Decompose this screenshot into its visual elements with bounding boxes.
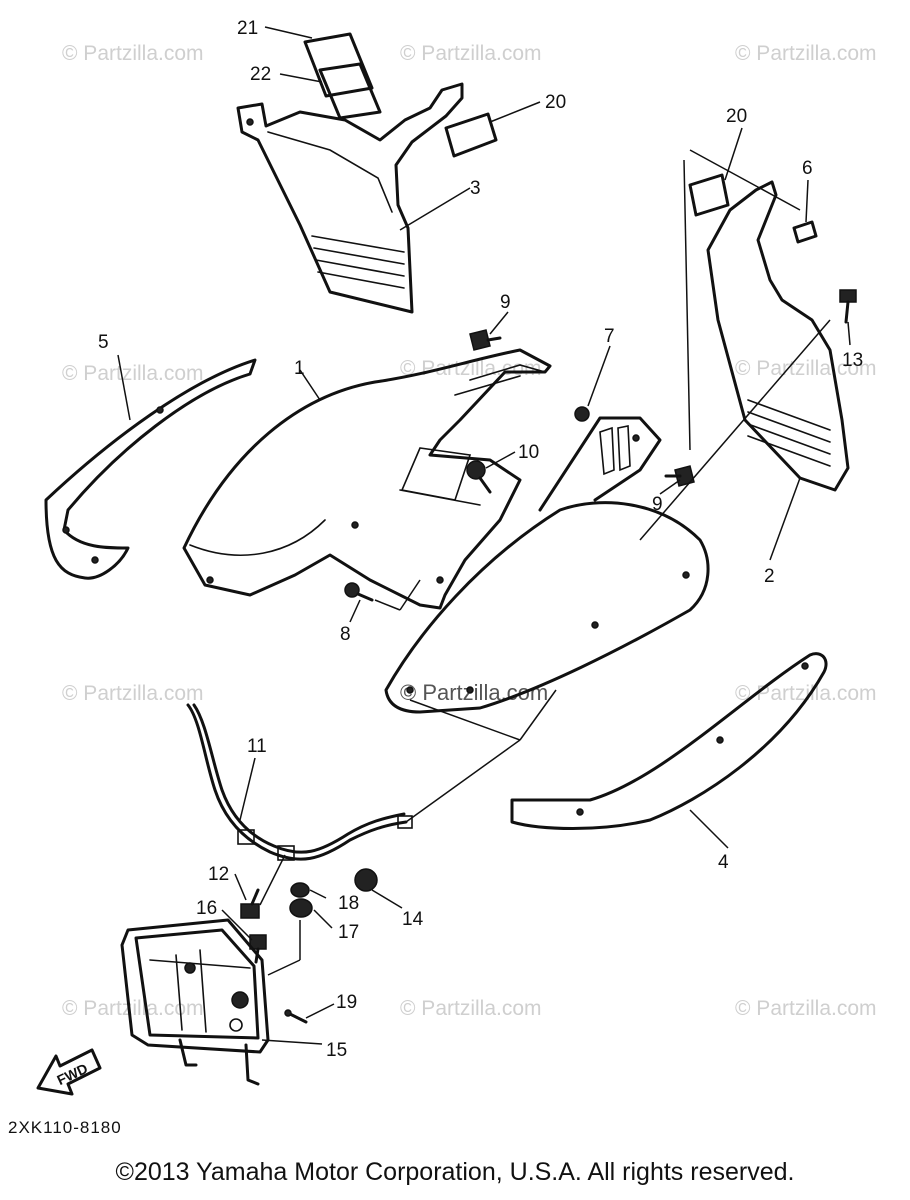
watermark: © Partzilla.com	[400, 997, 542, 1020]
callout-9: 9	[500, 292, 511, 313]
part-11-stay	[186, 703, 413, 861]
part-1-front-hood	[384, 416, 710, 714]
callout-7: 7	[604, 326, 615, 347]
callout-21: 21	[237, 18, 258, 39]
part-6-pin	[792, 220, 818, 244]
callout-22: 22	[250, 64, 271, 85]
part-10-fastener	[466, 460, 492, 494]
part-15-guard	[120, 918, 270, 1086]
watermark: © Partzilla.com	[62, 997, 204, 1020]
part-7-nut	[574, 406, 590, 422]
callout-13: 13	[842, 350, 863, 371]
callout-9: 9	[652, 494, 663, 515]
callout-14: 14	[402, 909, 424, 930]
watermark: © Partzilla.com	[735, 997, 877, 1020]
part-14-cap	[354, 868, 378, 892]
callout-3: 3	[470, 178, 481, 199]
part-16-bolt	[249, 934, 267, 964]
callout-8: 8	[340, 624, 351, 645]
part-3-side-panel	[236, 82, 464, 314]
callout-5: 5	[98, 332, 109, 353]
watermark: © Partzilla.com	[735, 682, 877, 705]
part-20-pad-upper	[444, 112, 498, 158]
callout-6: 6	[802, 158, 813, 179]
part-1-front-fender	[182, 348, 552, 610]
callout-16: 16	[196, 898, 217, 919]
part-4-trim	[510, 652, 828, 830]
callout-20: 20	[726, 106, 747, 127]
watermark: © Partzilla.com	[735, 357, 877, 380]
callout-4: 4	[718, 852, 729, 873]
watermark-layer: © Partzilla.com © Partzilla.com © Partzi…	[62, 42, 877, 1020]
callout-10: 10	[518, 442, 539, 463]
part-12-bolt	[240, 888, 260, 919]
part-19-screw	[284, 1009, 308, 1024]
part-18-grommet	[290, 882, 310, 898]
part-2-side-panel	[706, 180, 850, 492]
callout-labels: 21 22 20 3 5 1 9 7 20 6 13 10 9 2 8 4 11…	[98, 18, 863, 1061]
copyright-notice: ©2013 Yamaha Motor Corporation, U.S.A. A…	[115, 1158, 795, 1186]
callout-15: 15	[326, 1040, 347, 1061]
callout-12: 12	[208, 864, 229, 885]
diagram-code: 2XK110-8180	[8, 1118, 122, 1137]
callout-19: 19	[336, 992, 357, 1013]
part-13-bolt	[839, 289, 857, 324]
callout-11: 11	[247, 736, 267, 757]
watermark: © Partzilla.com	[400, 42, 542, 65]
leader-lines	[117, 26, 851, 1045]
callout-17: 17	[338, 922, 359, 943]
part-21-22-labels	[303, 32, 382, 120]
callout-18: 18	[338, 893, 359, 914]
watermark: © Partzilla.com	[62, 42, 204, 65]
watermark: © Partzilla.com	[400, 357, 542, 380]
callout-2: 2	[764, 566, 775, 587]
part-17-grommet	[289, 898, 313, 918]
watermark: © Partzilla.com	[62, 362, 204, 385]
callout-20: 20	[545, 92, 566, 113]
fwd-arrow: FWD	[36, 1048, 102, 1096]
watermark: © Partzilla.com	[62, 682, 204, 705]
part-5-trim	[44, 358, 257, 580]
part-9-bolt-upper	[469, 329, 502, 351]
part-20-pad-right	[688, 173, 730, 217]
callout-1: 1	[294, 358, 305, 379]
part-8-bolt	[344, 582, 374, 602]
watermark: © Partzilla.com	[735, 42, 877, 65]
